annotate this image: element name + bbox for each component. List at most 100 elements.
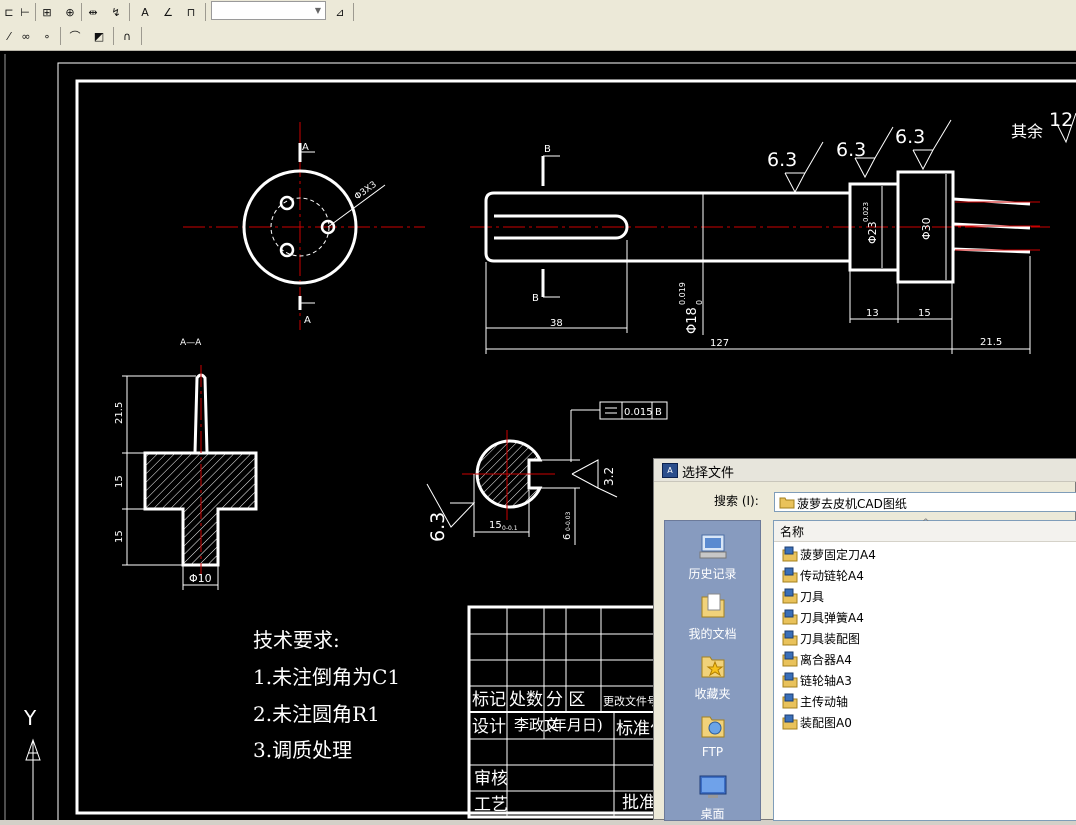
dwg-file-icon	[782, 588, 798, 604]
toolbar-separator	[129, 3, 130, 21]
dim-21-5-left: 21.5	[114, 402, 125, 424]
section-aa-label: A—A	[180, 338, 202, 348]
draw-toolbar: ⁄ ∞ ∘ ⌒ ◩ ∩	[0, 24, 1076, 51]
file-list-item[interactable]: 主传动轴	[782, 691, 1062, 711]
dim-style-combo[interactable]: ▼	[211, 1, 326, 20]
file-list-item[interactable]: 链轮轴A3	[782, 670, 1062, 690]
dim-phi18: Φ18	[685, 307, 700, 334]
sort-ascending-icon: ^	[922, 518, 930, 528]
dim-baseline-icon[interactable]: ⊏	[4, 5, 14, 19]
roughness-6-3-b: 6.3	[836, 139, 866, 161]
dim-text-edit-icon[interactable]: A	[141, 5, 149, 19]
tolerance-icon[interactable]: ⊞	[42, 5, 52, 19]
dim-phi10: Φ10	[189, 572, 212, 585]
place-history-label: 历史记录	[688, 567, 737, 581]
column-name-label: 名称	[780, 525, 805, 539]
file-list-item[interactable]: 装配图A0	[782, 712, 1062, 732]
dim-21-5-right: 21.5	[980, 337, 1002, 348]
cut-label-b-bottom: B	[532, 293, 539, 304]
file-list-item[interactable]: 刀具	[782, 586, 1062, 606]
history-icon	[699, 534, 727, 559]
snap-icon[interactable]: ∩	[122, 29, 132, 43]
tb-zone: 分 区	[546, 690, 585, 710]
chamfer-icon[interactable]: ◩	[93, 29, 105, 43]
tb-approve: 批准	[622, 793, 656, 813]
dim-edit-icon[interactable]: ⇹	[88, 5, 98, 19]
file-list-item[interactable]: 刀具弹簧A4	[782, 607, 1062, 627]
file-list-item[interactable]: 传动链轮A4	[782, 565, 1062, 585]
place-desktop-label: 桌面	[700, 807, 725, 821]
dim-6-tol: 0-0.03	[565, 511, 572, 531]
roughness-section: 6.3	[427, 512, 449, 542]
cut-label-b-top: B	[544, 144, 551, 155]
dim-continue-icon[interactable]: ⊢	[20, 5, 30, 19]
dwg-file-icon	[782, 693, 798, 709]
file-name: 刀具装配图	[800, 632, 861, 646]
place-my-documents[interactable]: 我的文档	[665, 585, 760, 645]
place-ftp[interactable]: FTP	[665, 705, 760, 765]
ucs-icon: Y	[23, 706, 41, 820]
center-mark-icon[interactable]: ⊕	[65, 5, 75, 19]
cut-label-a-top: A	[302, 142, 309, 153]
folder-icon	[779, 497, 795, 509]
tech-item-1: 1.未注倒角为C1	[253, 665, 400, 689]
sheet-border-outer	[57, 62, 1076, 820]
tech-requirements: 技术要求: 1.未注倒角为C1 2.未注圆角R1 3.调质处理	[253, 628, 400, 762]
section-view-a: Φ3X3 A A	[183, 122, 425, 330]
ucs-y-label: Y	[23, 706, 37, 730]
place-favorites[interactable]: 收藏夹	[665, 645, 760, 705]
tolerance-value: 0.015	[624, 407, 653, 418]
fillet-icon[interactable]: ⌒	[69, 30, 81, 43]
cut-label-a-bottom: A	[304, 315, 311, 326]
file-name: 链轮轴A3	[800, 674, 852, 688]
dim-15-section-tol: 0-0.1	[502, 525, 518, 532]
dim-15-right: 15	[918, 308, 931, 319]
dim-update-icon[interactable]: ⊓	[186, 5, 196, 19]
dim-6: 6	[562, 534, 573, 540]
dim-jog-icon[interactable]: ↯	[111, 5, 121, 19]
sheet-border-inner	[75, 79, 1076, 815]
section-view-aa: A—A 21.5 15 15 Φ10	[114, 338, 258, 590]
roughness-6-3-a: 6.3	[767, 149, 797, 171]
draw-line-icon[interactable]: ⁄	[8, 29, 10, 43]
place-desktop[interactable]: 桌面	[665, 765, 760, 825]
file-list-item[interactable]: 离合器A4	[782, 649, 1062, 669]
dialog-titlebar[interactable]: A 选择文件	[654, 459, 1076, 482]
column-header-name[interactable]: 名称 ^	[774, 518, 1076, 542]
tb-review: 审核	[474, 769, 508, 789]
my-documents-icon	[701, 593, 725, 618]
tb-count: 处数	[509, 690, 543, 710]
select-file-dialog: A 选择文件 搜索 (I): 菠萝去皮机CAD图纸 历史记录 我的文档	[653, 458, 1076, 821]
file-name: 传动链轮A4	[800, 569, 864, 583]
dim-text-angle-icon[interactable]: ∠	[163, 5, 173, 19]
file-list[interactable]: 名称 ^ 菠萝固定刀A4 传动链轮A4 刀具刀具弹簧A4 刀具装配图离合器A4 链轮轴A…	[773, 518, 1076, 821]
draw-region-icon[interactable]: ∞	[21, 29, 31, 43]
draw-point-icon[interactable]: ∘	[43, 29, 51, 43]
dwg-file-icon	[782, 546, 798, 562]
lookin-combo[interactable]: 菠萝去皮机CAD图纸	[774, 492, 1076, 512]
place-history[interactable]: 历史记录	[665, 525, 760, 585]
toolbar-separator	[205, 3, 206, 21]
desktop-icon	[699, 775, 727, 798]
file-name: 装配图A0	[800, 716, 852, 730]
ftp-icon	[701, 716, 725, 738]
toolbar-separator	[60, 27, 61, 45]
file-list-item[interactable]: 菠萝固定刀A4	[782, 544, 1062, 564]
file-list-item[interactable]: 刀具装配图	[782, 628, 1062, 648]
tb-process: 工艺	[474, 795, 508, 815]
dialog-title: 选择文件	[682, 466, 735, 481]
cad-drawing[interactable]: Φ3X3 A A B B 38 127 13 15	[0, 51, 1076, 820]
chevron-down-icon[interactable]: ▼	[314, 6, 322, 15]
shaft-main-view: B B 38 127 13 15 21.5 Φ18 0.019 0 Φ23 0.…	[470, 109, 1076, 354]
toolbar-separator	[353, 3, 354, 21]
file-name: 离合器A4	[800, 653, 852, 667]
tech-title: 技术要求:	[253, 628, 340, 652]
dwg-file-icon	[782, 567, 798, 583]
dwg-file-icon	[782, 651, 798, 667]
file-name: 刀具	[800, 590, 825, 604]
toolbar-separator	[35, 3, 36, 21]
roughness-keyway: 3.2	[602, 467, 616, 486]
place-ftp-label: FTP	[701, 745, 724, 759]
file-name: 主传动轴	[800, 695, 849, 709]
dim-style-icon[interactable]: ⊿	[335, 5, 345, 19]
